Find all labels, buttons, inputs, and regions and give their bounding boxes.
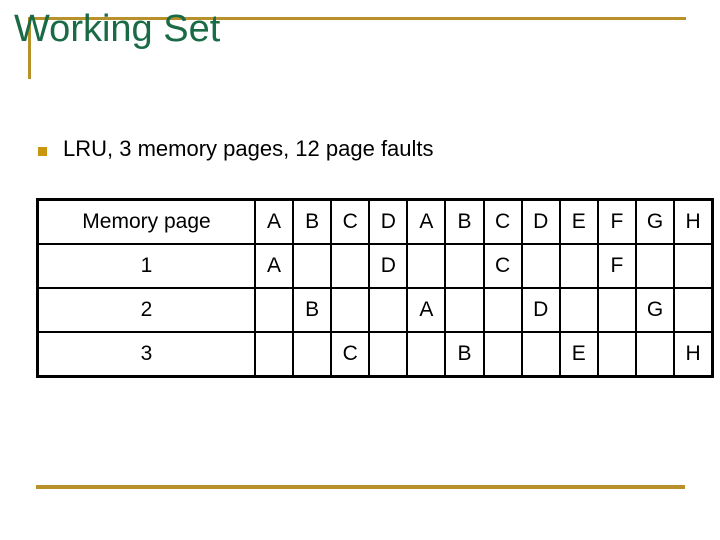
page-empty-cell (406, 331, 447, 378)
page-empty-cell (634, 331, 676, 378)
page-resident-cell: D (520, 287, 561, 333)
page-empty-cell (520, 243, 561, 289)
page-resident-cell: F (596, 243, 637, 289)
page-empty-cell (558, 243, 599, 289)
page-resident-cell: D (368, 243, 409, 289)
page-empty-cell (292, 243, 333, 289)
page-empty-cell (292, 331, 333, 378)
page-empty-cell (558, 287, 599, 333)
page-empty-cell (596, 331, 637, 378)
page-empty-cell (596, 287, 637, 333)
reference-string-cell: C (330, 198, 371, 245)
page-title: Working Set (14, 8, 221, 50)
page-empty-cell (444, 287, 485, 333)
bullet-item: LRU, 3 memory pages, 12 page faults (38, 136, 434, 162)
memory-frame-label: 3 (36, 331, 256, 378)
page-resident-cell: A (406, 287, 447, 333)
page-resident-cell: H (673, 331, 714, 378)
page-empty-cell (368, 331, 409, 378)
reference-string-cell: G (634, 198, 676, 245)
page-empty-cell (482, 331, 523, 378)
reference-string-cell: F (596, 198, 637, 245)
page-resident-cell: B (292, 287, 333, 333)
page-empty-cell (330, 287, 371, 333)
reference-string-cell: E (558, 198, 599, 245)
reference-string-cell: B (292, 198, 333, 245)
page-resident-cell: G (634, 287, 676, 333)
page-resident-cell: E (558, 331, 599, 378)
square-bullet-icon (38, 146, 47, 156)
page-resident-cell: B (444, 331, 485, 378)
reference-string-cell: H (673, 198, 714, 245)
page-empty-cell (406, 243, 447, 289)
reference-string-cell: D (520, 198, 561, 245)
memory-page-header-label: Memory page (36, 198, 256, 245)
page-resident-cell: C (330, 331, 371, 378)
page-empty-cell (253, 287, 295, 333)
page-resident-cell: A (253, 243, 295, 289)
reference-string-cell: C (482, 198, 523, 245)
page-empty-cell (368, 287, 409, 333)
title-accent-border (28, 17, 686, 79)
page-empty-cell (330, 243, 371, 289)
page-resident-cell: C (482, 243, 523, 289)
page-empty-cell (673, 243, 714, 289)
page-empty-cell (482, 287, 523, 333)
reference-string-cell: A (253, 198, 295, 245)
page-empty-cell (444, 243, 485, 289)
page-empty-cell (520, 331, 561, 378)
bullet-item-label: LRU, 3 memory pages, 12 page faults (63, 136, 434, 161)
page-empty-cell (673, 287, 714, 333)
footer-divider (36, 485, 685, 489)
memory-frame-label: 1 (36, 243, 256, 289)
page-empty-cell (634, 243, 676, 289)
reference-string-cell: B (444, 198, 485, 245)
reference-string-cell: A (406, 198, 447, 245)
page-empty-cell (253, 331, 295, 378)
memory-frame-label: 2 (36, 287, 256, 333)
table-row: 3 C B E H (36, 331, 714, 378)
reference-string-cell: D (368, 198, 409, 245)
